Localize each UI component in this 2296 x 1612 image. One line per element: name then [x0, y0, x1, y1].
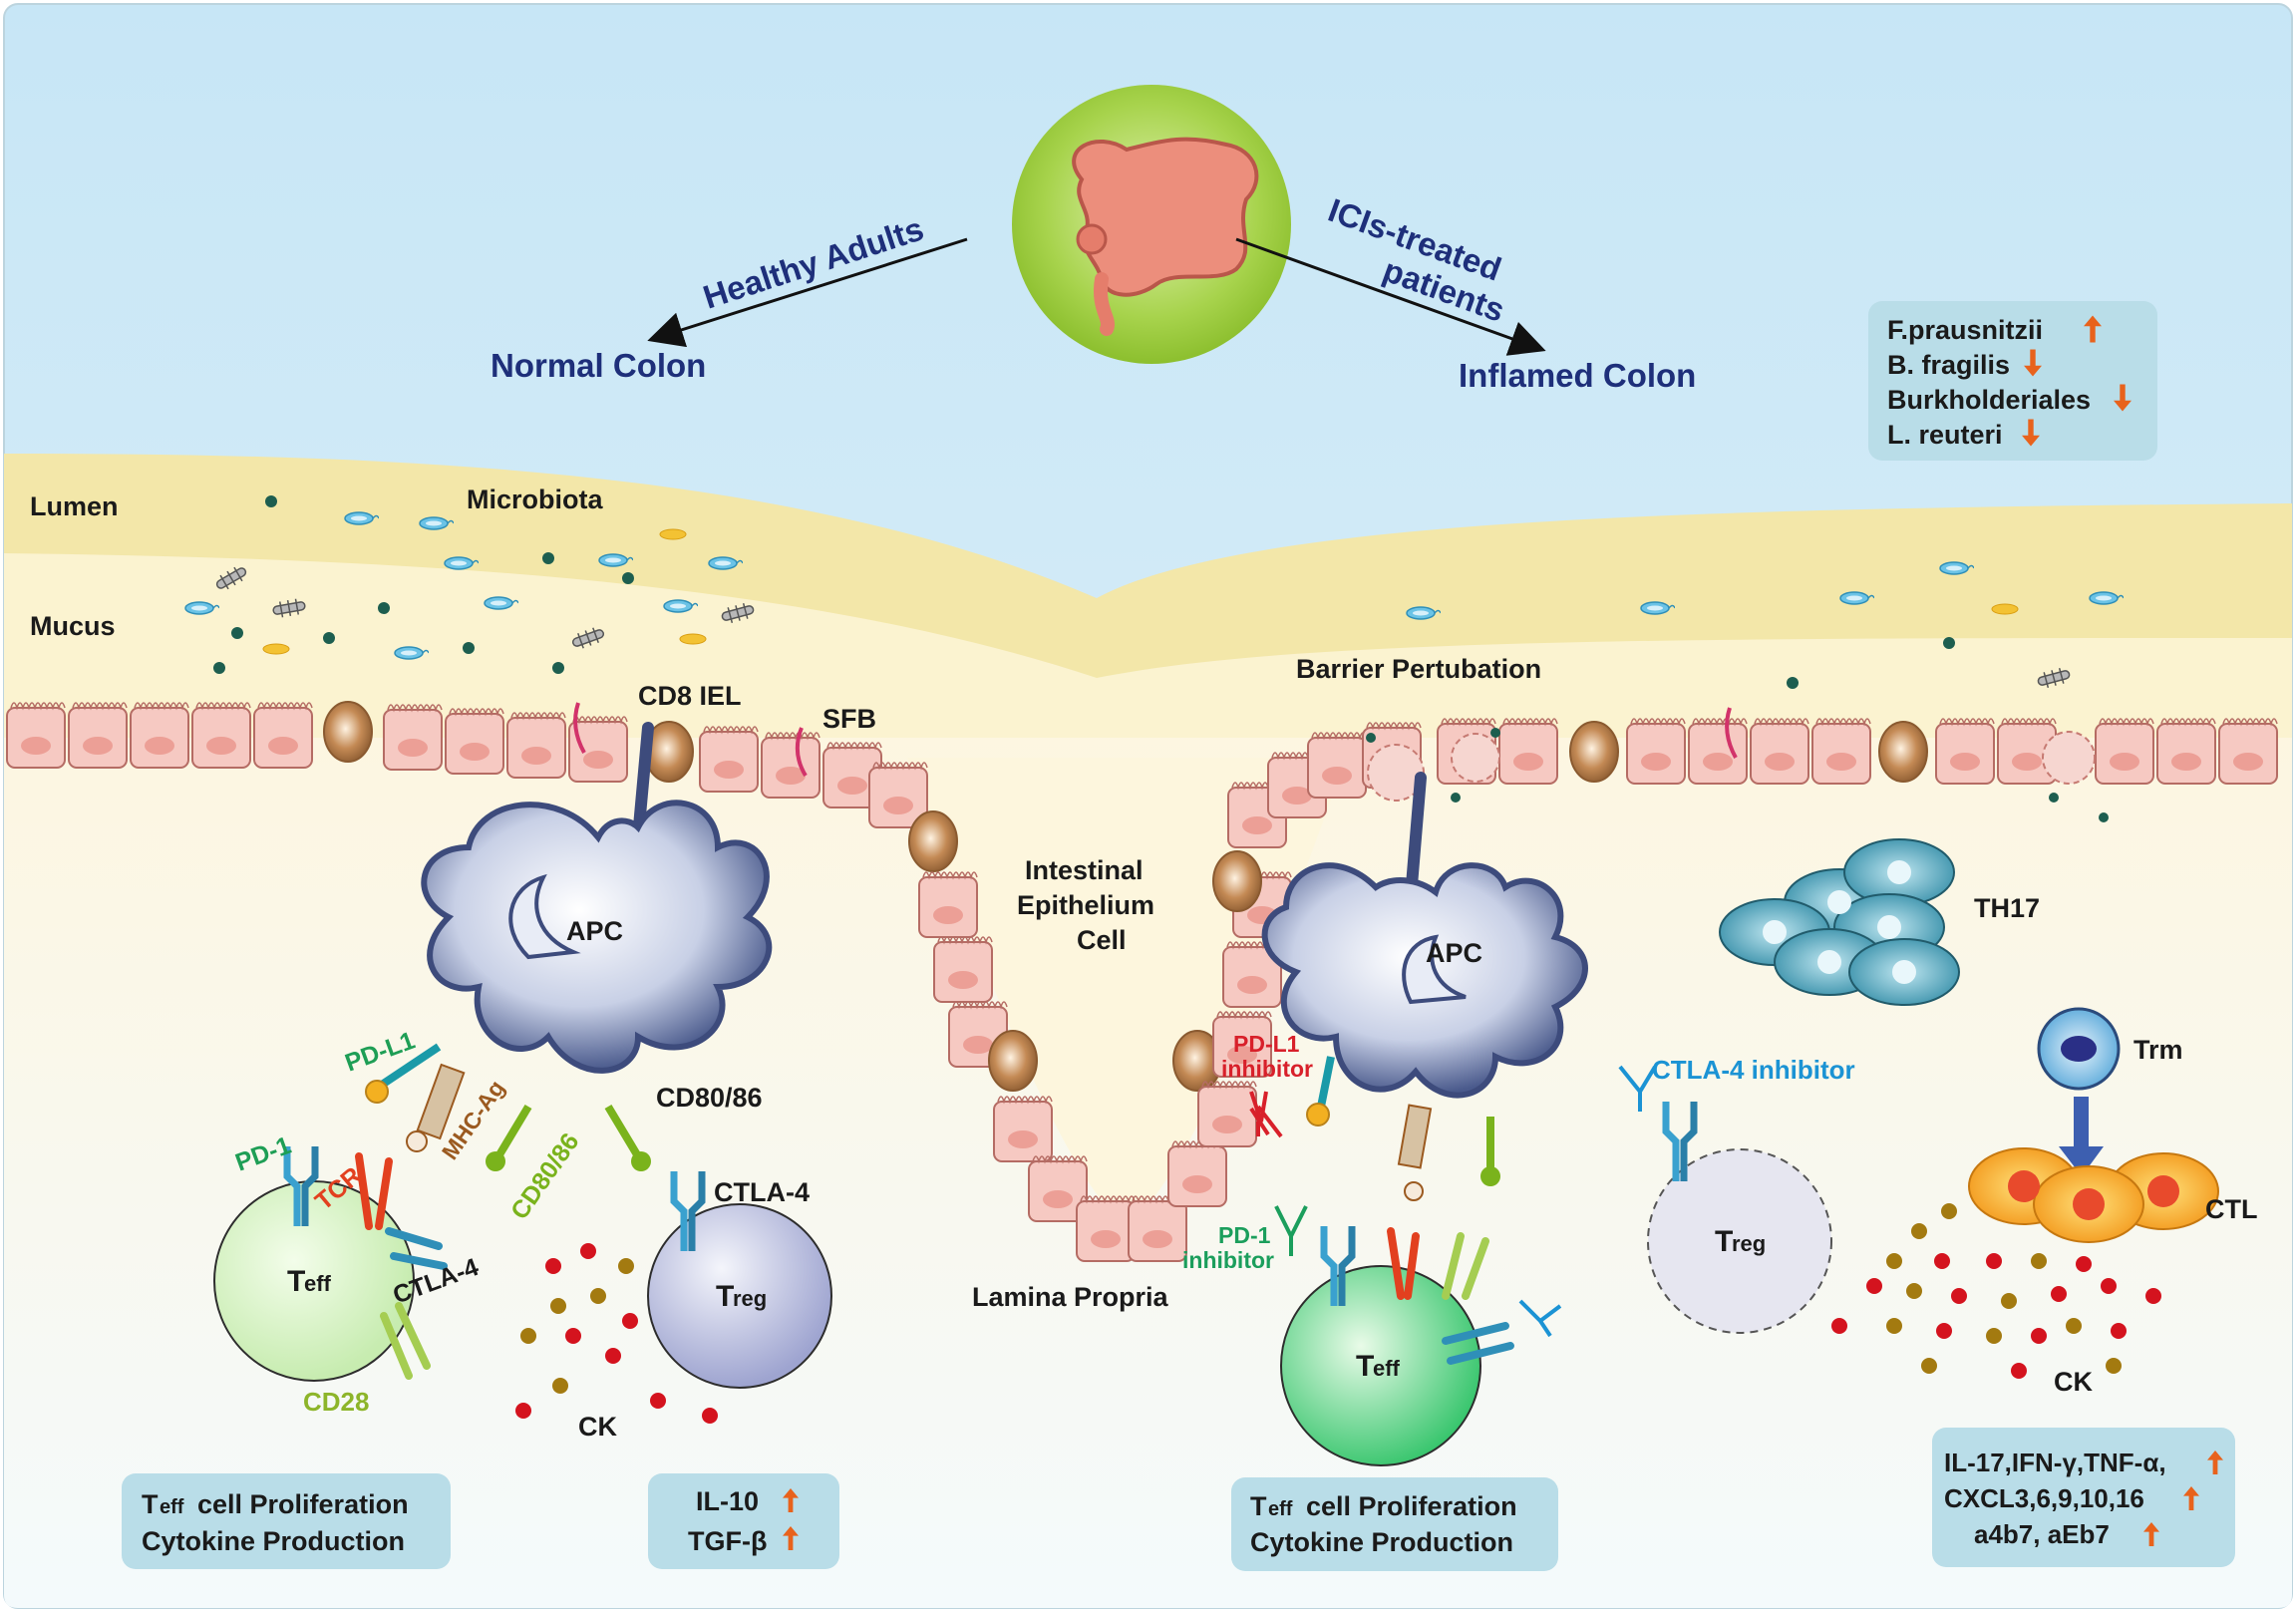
microbe-item: Burkholderiales	[1887, 385, 2091, 415]
box1-T: T	[142, 1489, 159, 1519]
treg-left-T: T	[716, 1280, 734, 1313]
ctla4-inhibitor-label: CTLA-4 inhibitor	[1652, 1055, 1855, 1085]
mucus-inner-band	[4, 553, 2292, 738]
teff-left	[213, 1146, 448, 1382]
ck-right-label: CK	[2054, 1367, 2093, 1397]
box1-sub: eff	[160, 1496, 184, 1518]
apc-right-label: APC	[1426, 938, 1482, 968]
iec-label-1: Intestinal	[1025, 855, 1144, 885]
ctl-cluster	[1968, 1147, 2219, 1243]
trm-label: Trm	[2133, 1035, 2183, 1065]
th17-cluster	[1719, 838, 1960, 1006]
microbe-item: F.prausnitzii	[1887, 315, 2043, 345]
trm-cell	[2037, 1007, 2121, 1176]
pd1-inhibitor-label-2: inhibitor	[1182, 1247, 1274, 1273]
lamina-propria-label: Lamina Propria	[972, 1282, 1169, 1312]
ctla4-treg-label: CTLA-4	[714, 1177, 810, 1207]
iec-label-2: Epithelium	[1017, 890, 1154, 920]
microbiota-scatter	[184, 495, 2124, 691]
teff-prolif-box-right	[1231, 1477, 1558, 1571]
sfb-filament	[573, 702, 586, 754]
healthy-arrow	[647, 237, 968, 348]
cd28-label: CD28	[303, 1387, 369, 1417]
lumen-label: Lumen	[30, 491, 119, 521]
ctl-label: CTL	[2205, 1194, 2257, 1224]
th17-label: TH17	[1974, 893, 2040, 923]
iec-label-3: Cell	[1077, 925, 1127, 955]
pdl1-inhibitor-label-1: PD-L1	[1233, 1031, 1300, 1057]
apc-left-label: APC	[566, 916, 623, 946]
colon-emblem	[1012, 85, 1291, 364]
microbe-item: L. reuteri	[1887, 420, 2003, 450]
box3-T: T	[1250, 1491, 1267, 1521]
apc-left: APC	[421, 722, 773, 1074]
normal-colon-label: Normal Colon	[491, 347, 706, 384]
epithelium-right	[1227, 707, 2278, 848]
ctla4-inhibitor-icon	[1618, 1065, 1657, 1112]
pd1-inhibitor-label-1: PD-1	[1218, 1222, 1271, 1248]
tgf-label: TGF-β	[688, 1526, 767, 1556]
box1-line2: Cytokine Production	[142, 1526, 405, 1556]
cytokine-increase-box	[1932, 1428, 2235, 1567]
apc-right	[1261, 772, 1588, 1201]
mucus-label: Mucus	[30, 611, 116, 641]
epithelium-left	[6, 700, 928, 828]
microbiota-label: Microbiota	[467, 484, 603, 514]
teff-right	[1274, 1205, 1562, 1466]
treg-left	[647, 1171, 832, 1389]
box4-line3: a4b7, aEb7	[1974, 1519, 2110, 1549]
cd8-iel-label: CD8 IEL	[638, 681, 742, 711]
cytokines-left	[515, 1243, 718, 1424]
box3-line1: cell Proliferation	[1306, 1491, 1517, 1521]
box3-line2: Cytokine Production	[1250, 1527, 1513, 1557]
treg-right-T: T	[1715, 1225, 1733, 1258]
cd8086-label: CD80/86	[656, 1083, 763, 1113]
box4-line1: IL-17,IFN-γ,TNF-α,	[1944, 1448, 2166, 1477]
ck-left-label: CK	[578, 1412, 617, 1442]
treg-right-sub: reg	[1732, 1231, 1766, 1256]
box3-sub: eff	[1268, 1498, 1293, 1520]
teff-left-sub: eff	[304, 1271, 332, 1296]
sfb-label: SFB	[822, 704, 876, 734]
pdl1-inhibitor-icon	[1249, 1091, 1283, 1138]
il10-label: IL-10	[696, 1486, 759, 1516]
microbe-item: B. fragilis	[1887, 350, 2010, 380]
inflamed-colon-label: Inflamed Colon	[1459, 357, 1696, 394]
teff-right-sub: eff	[1373, 1356, 1401, 1381]
microbe-change-box: F.prausnitzii B. fragilis Burkholderiale…	[1868, 301, 2157, 461]
pdl1-inhibitor-label-2: inhibitor	[1221, 1056, 1313, 1082]
cytokines-right	[1831, 1203, 2161, 1379]
treg-right	[1647, 1102, 1832, 1334]
barrier-perturbation-label: Barrier Pertubation	[1296, 654, 1541, 684]
teff-prolif-box-left	[122, 1473, 451, 1569]
box4-line2: CXCL3,6,9,10,16	[1944, 1483, 2144, 1513]
teff-left-T: T	[287, 1265, 305, 1298]
apc-left-ligands	[365, 1043, 651, 1171]
box1-line1: cell Proliferation	[197, 1489, 409, 1519]
teff-right-T: T	[1356, 1350, 1374, 1383]
icis-arrow	[1235, 237, 1546, 356]
treg-left-sub: reg	[733, 1286, 767, 1311]
